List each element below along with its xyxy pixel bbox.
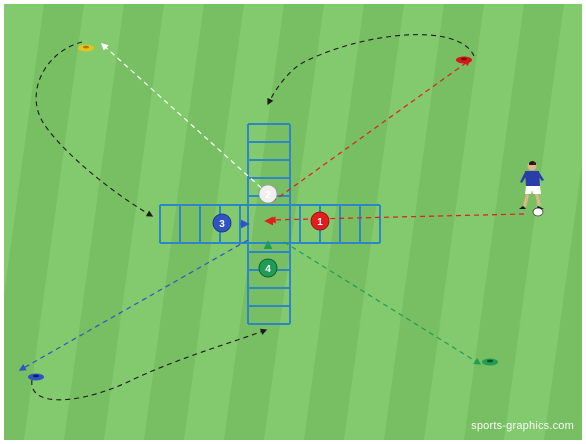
station-4-green: 4 (259, 259, 277, 277)
station-3-label: 3 (219, 219, 225, 230)
green-cone-bottom-right (482, 359, 498, 366)
player-shirt (525, 171, 540, 186)
red-cone-top-right (456, 57, 472, 64)
station-2-label: 2 (265, 190, 271, 201)
player-shorts (525, 186, 541, 194)
watermark: sports-graphics.com (471, 420, 574, 432)
station-1-red: 1 (311, 212, 329, 230)
station-1-label: 1 (317, 217, 323, 228)
blue-cone-bottom-left (28, 374, 44, 381)
yellow-cone-top-left (78, 45, 94, 52)
station-4-label: 4 (265, 264, 271, 275)
soccer-pitch: 1 2 3 4 (4, 4, 582, 440)
station-3-blue: 3 (213, 214, 231, 232)
station-2-white: 2 (259, 185, 277, 203)
ball (533, 208, 543, 216)
